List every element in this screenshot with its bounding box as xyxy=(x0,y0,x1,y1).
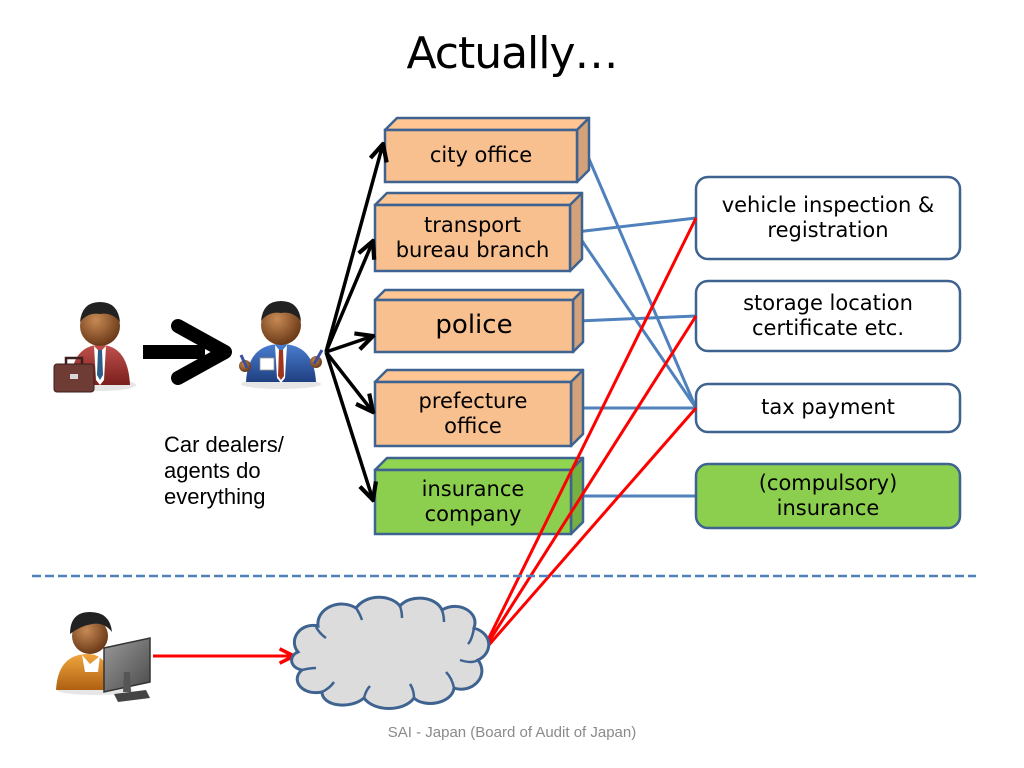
online-link-inspection xyxy=(479,217,698,655)
online-link-tax xyxy=(479,407,698,655)
agency-procedure-links xyxy=(574,144,698,498)
agency-box-transport xyxy=(373,191,584,273)
procedure-label-tax: tax payment xyxy=(761,395,895,420)
agency-label-prefecture: prefecture office xyxy=(418,388,528,438)
agent-arrow-prefecture xyxy=(324,350,373,412)
agency-box-police xyxy=(373,288,585,354)
agency-boxes xyxy=(373,116,591,536)
agent-arrow-police xyxy=(325,336,373,354)
agency-box-prefecture xyxy=(373,368,585,448)
agent-arrow-city xyxy=(324,144,383,353)
link-transport-to-inspection xyxy=(575,216,697,234)
big-arrow-icon xyxy=(143,319,232,385)
link-police-to-storage xyxy=(577,314,697,323)
agent-arrow-insurance_co xyxy=(324,351,373,500)
page-title: Actually… xyxy=(406,28,618,79)
procedure-label-insurance: (compulsory) insurance xyxy=(758,470,898,520)
agency-label-transport: transport bureau branch xyxy=(395,212,550,262)
agent-icon xyxy=(239,301,324,389)
online-links xyxy=(479,217,698,655)
procedure-label-storage: storage location certificate etc. xyxy=(743,290,913,340)
agency-label-city: city office xyxy=(429,143,533,168)
procedure-boxes xyxy=(694,175,962,530)
online-link-storage xyxy=(479,315,698,655)
procedure-box-insurance xyxy=(694,462,962,530)
cloud-detail-curves xyxy=(301,605,479,699)
agency-label-police: police xyxy=(435,310,513,341)
car-owner-icon xyxy=(53,302,136,393)
agency-label-insurance_co: insurance company xyxy=(421,476,525,526)
internet-cloud-icon xyxy=(290,595,491,710)
link-city-to-tax xyxy=(581,144,698,409)
agent-arrow-transport xyxy=(324,241,373,353)
agent-arrows xyxy=(324,144,383,500)
online-user-icon xyxy=(56,612,151,702)
agent-note: Car dealers/ agents do everything xyxy=(164,432,284,509)
procedure-label-inspection: vehicle inspection & registration xyxy=(721,192,935,242)
footer-text: SAI - Japan (Board of Audit of Japan) xyxy=(387,724,637,741)
